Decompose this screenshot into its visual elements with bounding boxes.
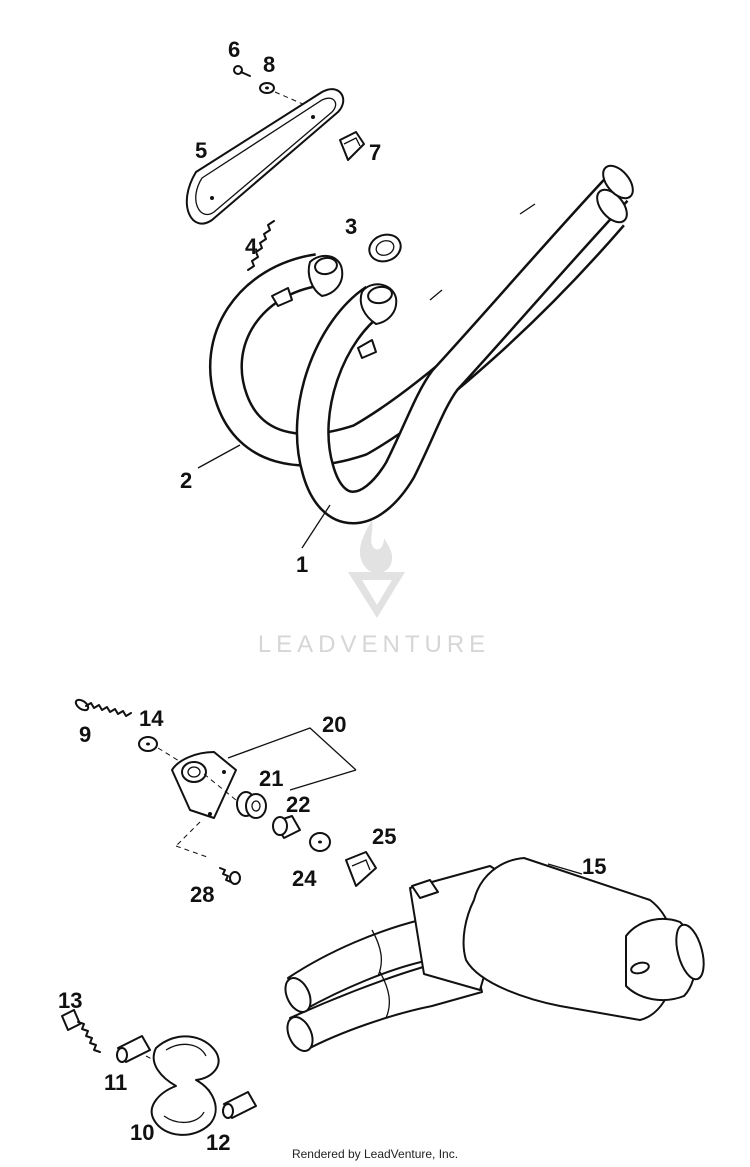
footer-credit: Rendered by LeadVenture, Inc.	[291, 1147, 459, 1161]
part-22-spacer	[272, 815, 301, 839]
leadventure-logo	[348, 520, 405, 618]
callout-6: 6	[228, 37, 240, 62]
part-28-screw	[219, 867, 241, 885]
part-1-2-header-pipes	[208, 164, 634, 525]
part-25-clip-nut	[345, 851, 377, 887]
part-7-clip-nut	[339, 131, 365, 161]
callout-4: 4	[245, 234, 258, 259]
callout-9: 9	[79, 722, 91, 747]
callout-15: 15	[582, 854, 606, 879]
callout-11: 11	[104, 1070, 127, 1095]
callout-24: 24	[292, 866, 317, 891]
callout-13: 13	[58, 988, 82, 1013]
part-3-gasket	[368, 233, 402, 263]
part-9-bolt	[74, 698, 132, 717]
part-5-heat-shield	[185, 88, 345, 225]
part-12-pin	[222, 1091, 257, 1119]
callout-25: 25	[372, 824, 396, 849]
part-8-washer	[259, 82, 275, 94]
part-20-bracket-assembly	[171, 751, 237, 819]
part-6-screw	[233, 65, 251, 77]
callout-20: 20	[322, 712, 346, 737]
callout-5: 5	[195, 138, 207, 163]
callout-28: 28	[190, 882, 214, 907]
callout-12: 12	[206, 1130, 230, 1155]
callout-7: 7	[369, 140, 381, 165]
part-24-washer	[309, 832, 331, 852]
part-4-spring	[247, 220, 275, 271]
callout-3: 3	[345, 214, 357, 239]
callout-labels: 6 8 5 7 3 4 2 1 20 9 14 21 22 25 24 28 1…	[58, 37, 606, 1155]
callout-10: 10	[130, 1120, 154, 1145]
part-14-washer	[138, 736, 158, 752]
leadventure-watermark: LEADVENTURE	[258, 520, 490, 658]
callout-14: 14	[139, 706, 164, 731]
part-13-bolt	[61, 1009, 101, 1053]
part-11-pin	[116, 1035, 151, 1063]
part-10-clamp	[150, 1035, 220, 1136]
part-21-grommet	[236, 791, 267, 819]
callout-21: 21	[259, 766, 283, 791]
part-15-muffler	[284, 857, 705, 1052]
callout-22: 22	[286, 792, 310, 817]
watermark-text: LEADVENTURE	[258, 631, 490, 658]
callout-1: 1	[296, 552, 308, 577]
callout-2: 2	[180, 468, 192, 493]
callout-8: 8	[263, 52, 275, 77]
